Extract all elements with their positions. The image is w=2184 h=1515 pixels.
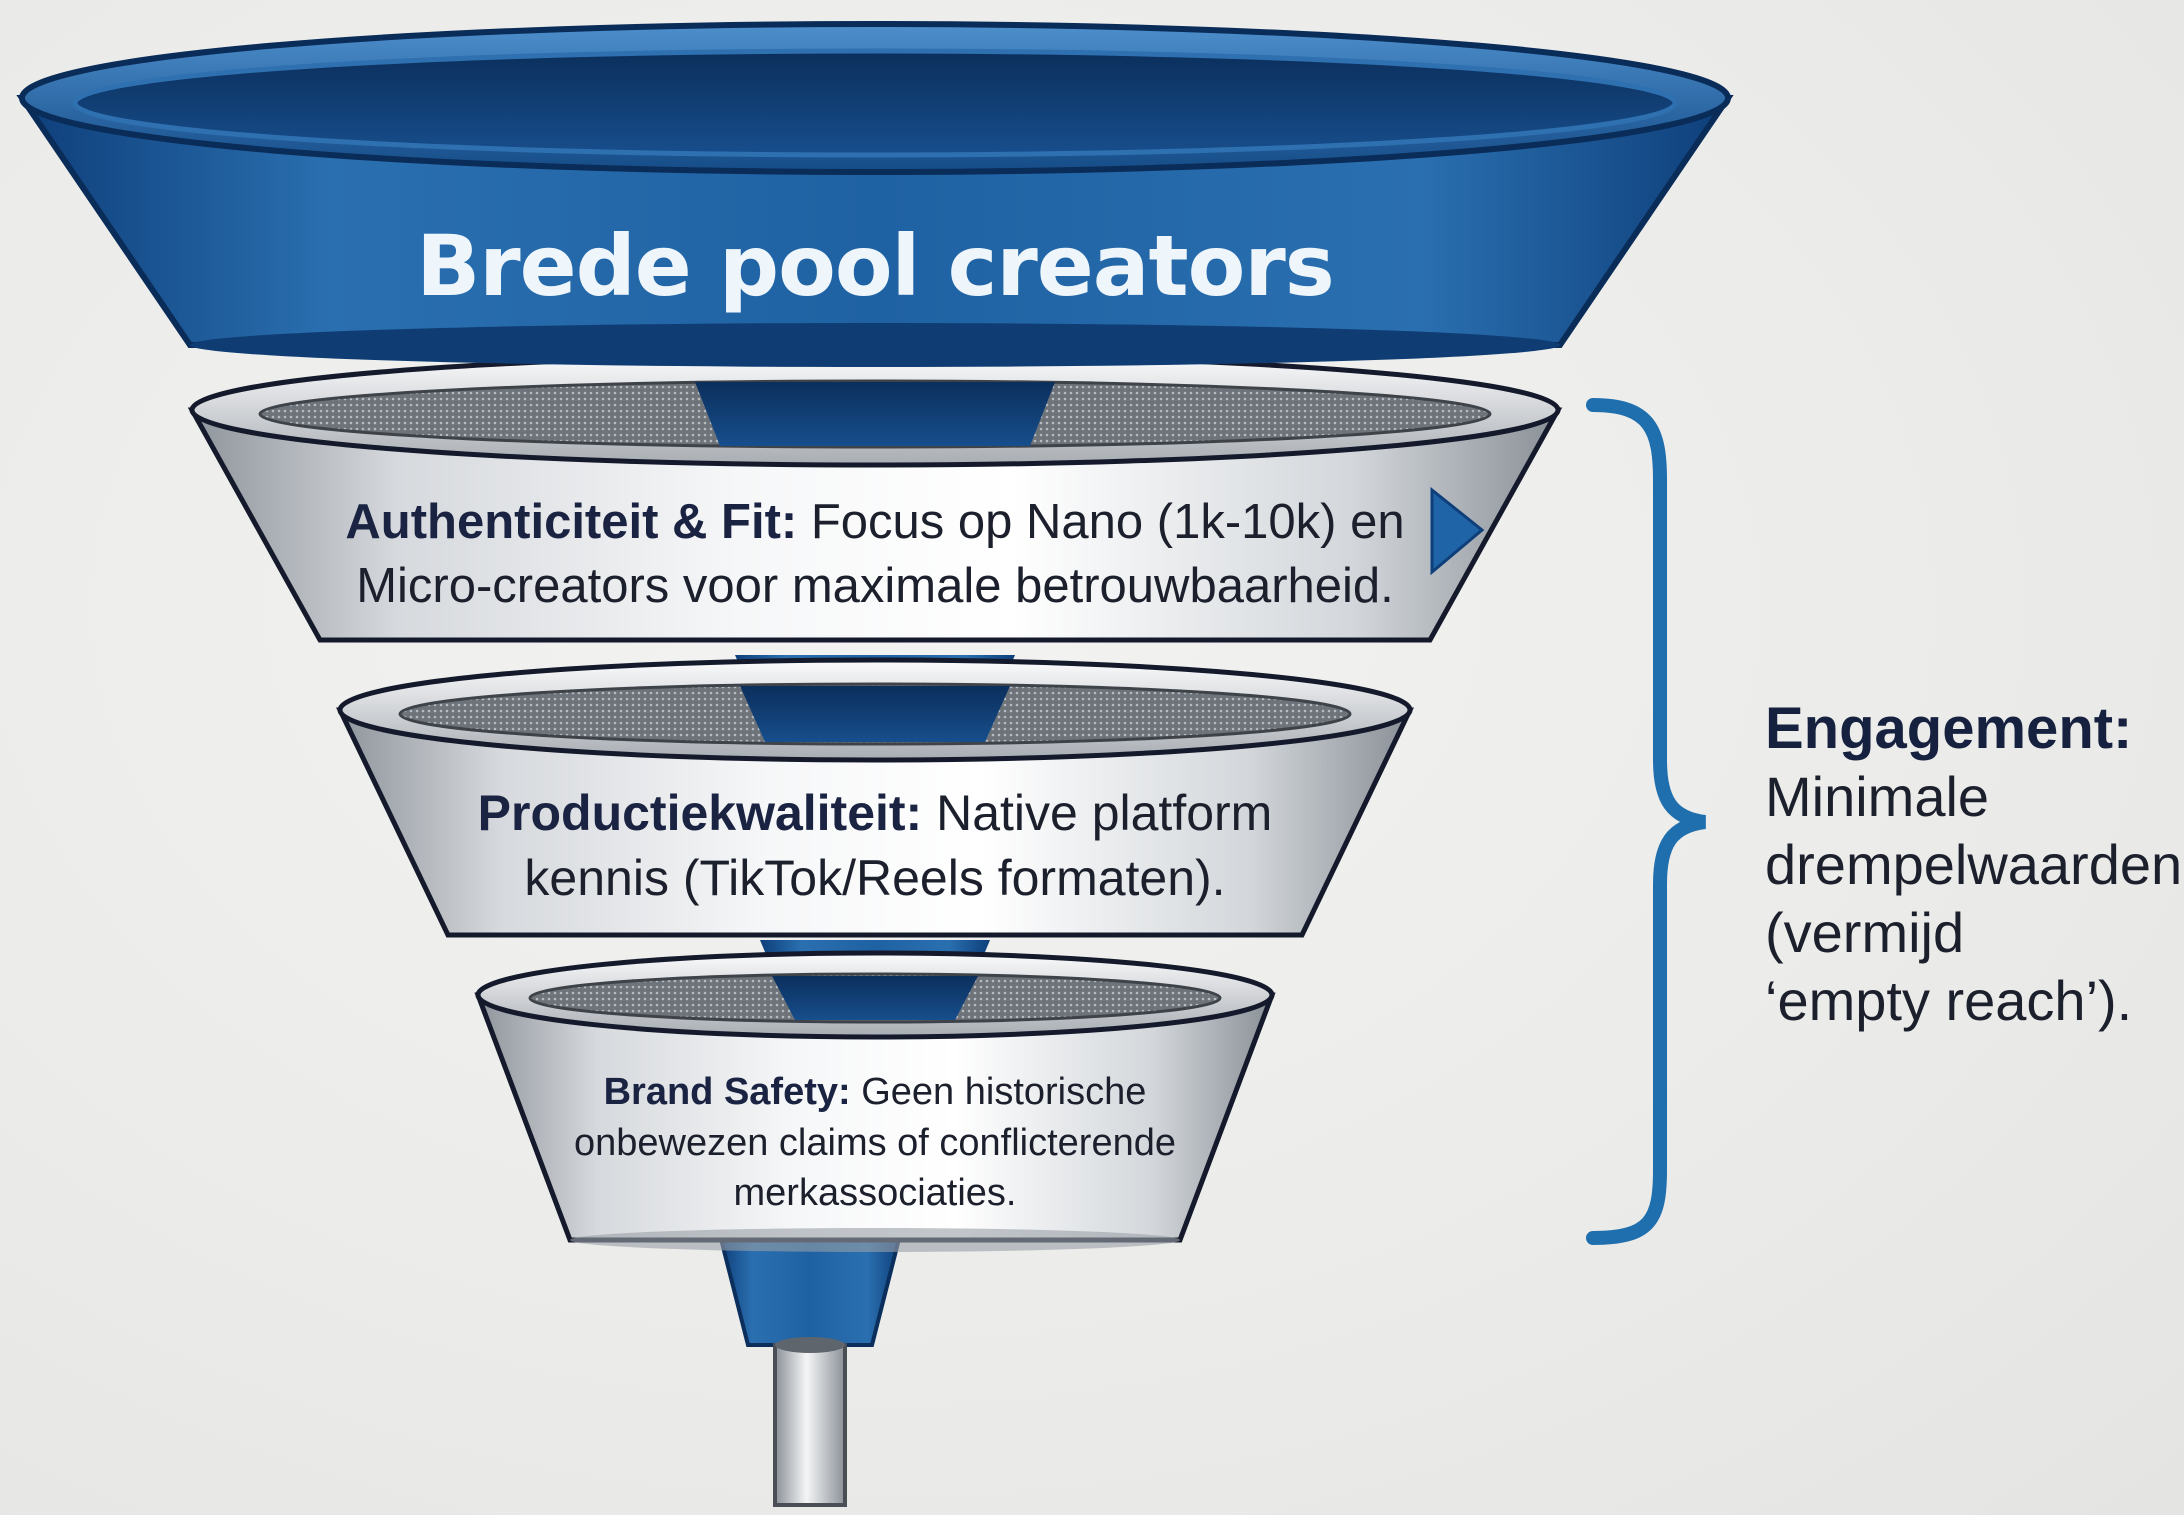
- side-note-line-2: drempelwaarden: [1765, 833, 2182, 896]
- stage-3-line-3: merkassociaties.: [734, 1172, 1017, 1214]
- stage-brand-safety: [474, 950, 1276, 1252]
- stage-3-text-a: Geen historische: [851, 1071, 1147, 1113]
- stage-3-line-1: Brand Safety: Geen historische: [604, 1071, 1147, 1113]
- stage-authenticiteit: [187, 352, 1563, 643]
- side-note-line-4: ‘empty reach’).: [1765, 969, 2132, 1032]
- curly-bracket: [1586, 398, 1707, 1245]
- stage-1-line-2: Micro-creators voor maximale betrouwbaar…: [356, 559, 1394, 613]
- stage-2-line-1: Productiekwaliteit: Native platform: [478, 785, 1273, 841]
- stage-1-text-a: Focus op Nano (1k-10k) en: [797, 495, 1404, 549]
- stage-2-heading: Productiekwaliteit:: [478, 785, 923, 841]
- stage-productiekwaliteit: [336, 657, 1414, 938]
- side-note-line-1: Minimale: [1765, 765, 1989, 828]
- stage-1-heading: Authenticiteit & Fit:: [345, 495, 797, 549]
- side-note-heading: Engagement:: [1765, 696, 2132, 761]
- stage-3-heading: Brand Safety:: [604, 1071, 851, 1113]
- stage-3-line-2: onbewezen claims of conflicterende: [574, 1122, 1176, 1164]
- side-note-line-3: (vermijd: [1765, 901, 1964, 964]
- funnel-top-label: Brede pool creators: [416, 217, 1334, 315]
- funnel-top-bowl: [16, 21, 1734, 367]
- funnel-spout: [717, 1233, 903, 1507]
- stage-arrow-icon: [1430, 486, 1485, 576]
- stage-2-line-2: kennis (TikTok/Reels formaten).: [524, 850, 1225, 906]
- stage-1-line-1: Authenticiteit & Fit: Focus op Nano (1k-…: [345, 495, 1404, 549]
- stage-2-text-a: Native platform: [922, 785, 1272, 841]
